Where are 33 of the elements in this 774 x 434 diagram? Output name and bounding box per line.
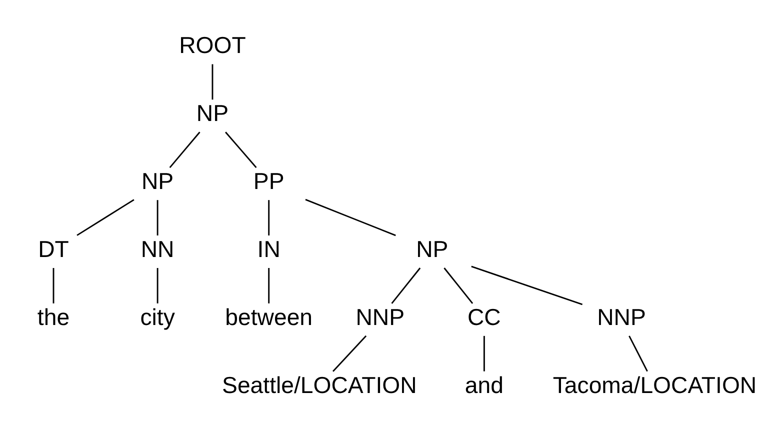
connector bbox=[169, 131, 200, 168]
node-text: CC bbox=[468, 303, 501, 330]
connector bbox=[332, 334, 367, 372]
connector bbox=[471, 265, 583, 305]
node-text: Seattle/LOCATION bbox=[222, 371, 417, 398]
node-text: ROOT bbox=[179, 32, 246, 58]
node-text: NP bbox=[196, 100, 229, 126]
connector bbox=[391, 267, 421, 304]
connector bbox=[156, 268, 158, 303]
connector bbox=[212, 64, 214, 100]
node-text: PP bbox=[253, 168, 284, 194]
node-text: NNP bbox=[356, 303, 405, 330]
connector bbox=[444, 267, 474, 304]
node-text: DT bbox=[38, 235, 69, 262]
node-text: NNP bbox=[597, 303, 646, 330]
node-text: and bbox=[464, 371, 504, 398]
connector bbox=[225, 131, 257, 168]
node-text: NP bbox=[142, 168, 174, 194]
node-text: city bbox=[140, 303, 175, 330]
node-text: IN bbox=[257, 235, 280, 262]
node-text: NN bbox=[140, 235, 174, 262]
node-text: Tacoma/LOCATION bbox=[552, 371, 757, 398]
connector bbox=[76, 198, 134, 236]
connector bbox=[483, 335, 485, 371]
connector bbox=[156, 200, 158, 235]
node-text: between bbox=[225, 303, 313, 330]
node-text: the bbox=[37, 303, 70, 330]
connector bbox=[268, 268, 270, 303]
node-text: NP bbox=[416, 235, 448, 262]
connector bbox=[268, 200, 270, 235]
connector bbox=[52, 268, 54, 303]
connector bbox=[628, 335, 648, 372]
connector bbox=[305, 198, 396, 236]
